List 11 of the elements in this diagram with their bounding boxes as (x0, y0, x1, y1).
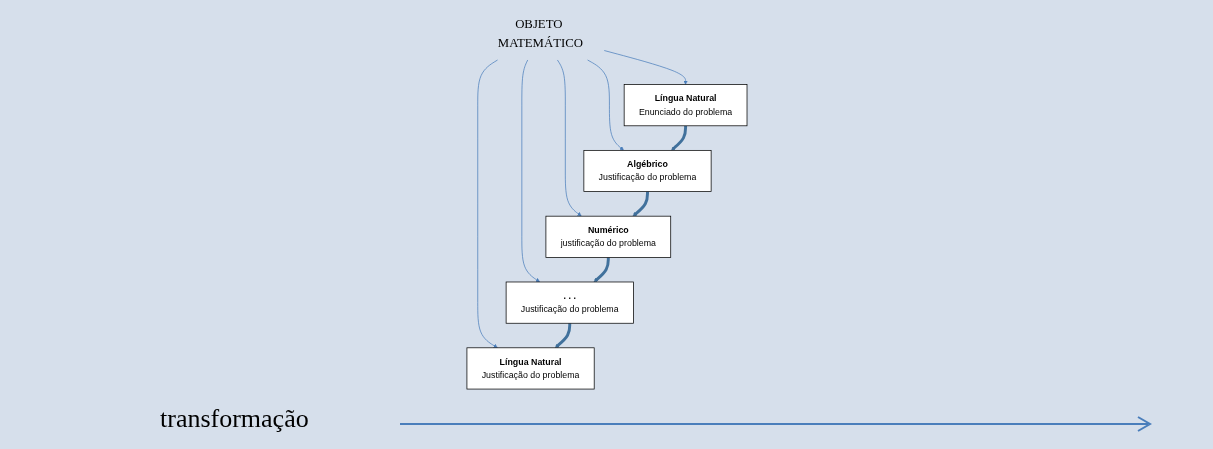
node-box: Língua Natural Enunciado do problema (623, 83, 747, 126)
arrow (632, 191, 649, 216)
axis-label: transformação (160, 404, 309, 434)
arrow (554, 322, 571, 348)
node-box: Língua Natural Justificação do problema (466, 346, 595, 389)
node-box: . . . Justificação do problema (505, 281, 634, 324)
node-box: Algébrico Justificação do problema (583, 149, 712, 192)
node-text: OBJETO MATEMÁTICO (497, 16, 583, 50)
node-box: Numérico justificação do problema (545, 215, 671, 258)
arrow (670, 125, 687, 151)
arrow (593, 256, 610, 282)
